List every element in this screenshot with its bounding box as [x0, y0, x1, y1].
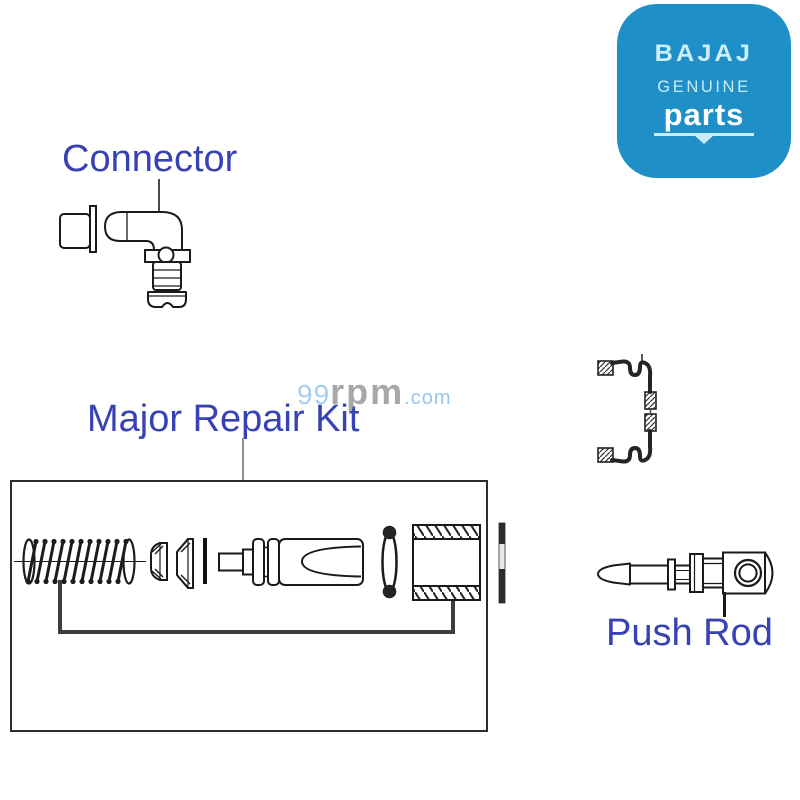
o-ring-drawing — [381, 525, 398, 599]
shim-drawing — [498, 522, 506, 604]
connector-elbow-body — [104, 211, 191, 308]
logo-brand-text: BAJAJ — [654, 40, 754, 67]
spring-drawing — [14, 537, 146, 586]
piston-drawing — [218, 538, 364, 586]
kit-bracket-line — [58, 580, 455, 634]
bajaj-genuine-parts-logo: BAJAJ GENUINE parts — [617, 4, 791, 178]
dust-boot-body — [597, 354, 657, 464]
connector-drawing — [59, 205, 191, 308]
watermark-word: rpm — [330, 371, 405, 412]
connector-leader-line — [158, 179, 160, 215]
dust-boot-drawing — [597, 354, 657, 464]
cup-seal-large-drawing — [176, 538, 194, 589]
push-rod-label: Push Rod — [606, 612, 773, 654]
major-repair-kit-drawing — [10, 480, 506, 732]
logo-underline — [654, 132, 754, 136]
kit-box-border — [10, 480, 488, 732]
major-repair-kit-label: Major Repair Kit — [87, 398, 360, 440]
watermark-99rpm: 99 rpm .com — [297, 371, 452, 413]
logo-genuine-text: GENUINE — [657, 78, 751, 96]
connector-label: Connector — [62, 138, 238, 180]
push-rod-body — [597, 551, 774, 595]
watermark-prefix: 99 — [297, 379, 331, 410]
push-rod-drawing — [597, 551, 774, 595]
watermark-suffix: .com — [404, 387, 452, 409]
connector-cap — [59, 205, 97, 253]
push-rod-leader-line — [723, 592, 726, 617]
major-repair-kit-leader-line — [242, 438, 244, 481]
logo-arrow-icon — [694, 134, 714, 144]
cup-seal-small-drawing — [150, 542, 168, 581]
logo-parts-text: parts — [663, 96, 745, 132]
sleeve-drawing — [412, 524, 481, 601]
